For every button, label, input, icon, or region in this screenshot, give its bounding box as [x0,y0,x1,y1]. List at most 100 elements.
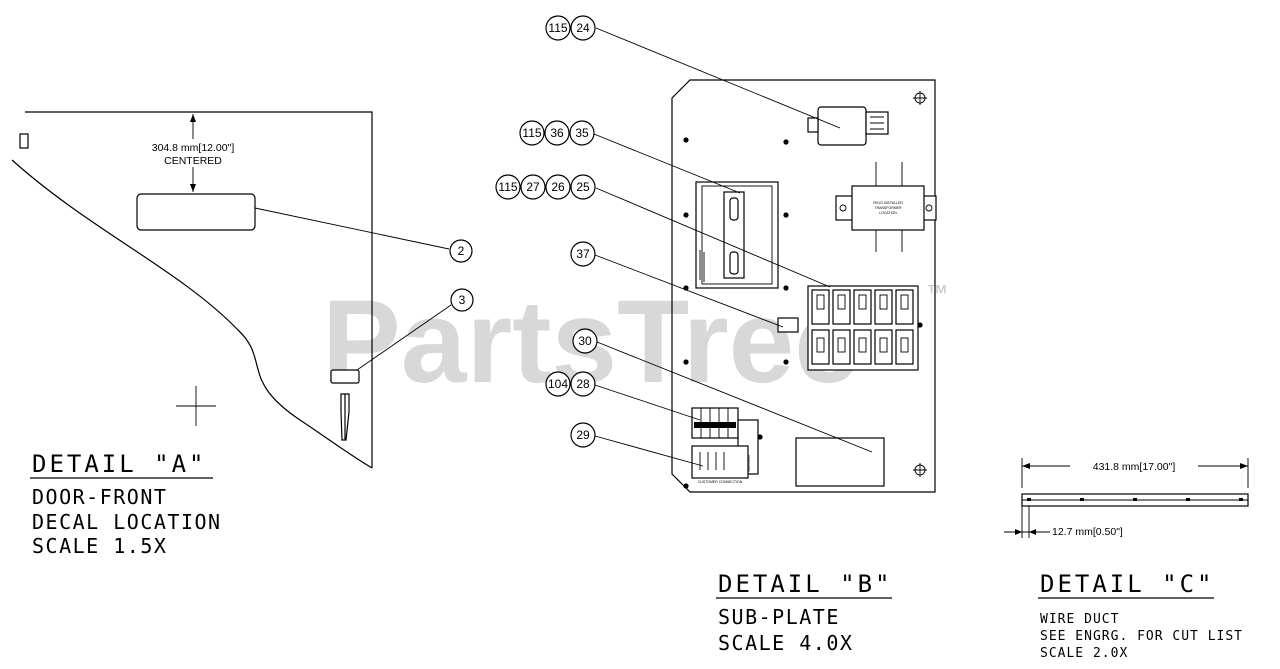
dim-a-value: 304.8 mm[12.00"] [152,142,235,154]
callout-29[interactable]: 29 [570,422,596,448]
dim-a-arrow-bottom [190,184,196,192]
callout-30[interactable]: 30 [572,328,598,354]
callout-115-27-26-25[interactable]: 115 27 26 25 [495,174,596,200]
leader-3 [356,304,452,371]
callout-115-36-35[interactable]: 115 36 35 [519,120,595,146]
transformer: FIELD INSTALLED TRANSFORMER LOCATION [835,162,937,252]
latch-decal [330,369,360,384]
svg-text:37: 37 [576,247,590,261]
dim-c-offset-extension [1021,506,1030,538]
detail-a: 304.8 mm[12.00"] CENTERED 2 3 DETAIL "A"… [11,111,474,558]
breaker-handle-1-3 [858,294,867,310]
breaker-pole-1-1 [811,289,830,325]
svg-text:2: 2 [458,244,465,258]
callout-104-28[interactable]: 104 28 [545,371,596,397]
breaker-pole-2-4 [874,329,893,365]
dim-c-extension [1021,458,1249,488]
breaker-block [807,285,919,371]
wire-duct-slots [1027,498,1243,501]
center-mark [176,386,216,426]
breaker-handle-2-5 [900,337,909,353]
svg-text:104: 104 [548,377,568,391]
breaker-handle-1-2 [837,294,846,310]
svg-text:36: 36 [550,126,564,140]
decal-rectangle [136,193,256,231]
breaker-pole-1-4 [874,289,893,325]
dim-a-label-bg [135,139,251,167]
callout-3[interactable]: 3 [450,288,474,312]
svg-text:24: 24 [576,21,590,35]
callout-37[interactable]: 37 [570,241,596,267]
svg-text:CUSTOMER CONNECTION: CUSTOMER CONNECTION [698,480,743,484]
svg-text:FIELD INSTALLED: FIELD INSTALLED [873,201,903,205]
dim-c-offset-arrows [1015,529,1036,535]
relay [807,106,889,146]
dim-a-arrow-top [190,114,196,122]
detail-b-leaders [593,27,873,467]
dim-c-length-label-bg [1070,458,1198,472]
mount-hole-top [913,91,927,105]
svg-text:WARNING: WARNING [747,455,751,472]
detail-c: 431.8 mm[17.00"] 12.7 mm[0.50"] DETAIL "… [1004,458,1249,661]
svg-text:LOCATION: LOCATION [879,211,897,215]
watermark-tm: ™ [926,280,948,305]
dim-c-length: 431.8 mm[17.00"] [1093,461,1176,473]
door-break-line [11,159,373,469]
svg-text:25: 25 [576,180,590,194]
breaker-handle-2-3 [858,337,867,353]
leader-2 [254,207,450,250]
detail-a-title: DETAIL "A" [32,450,207,478]
svg-text:3: 3 [459,293,466,307]
breaker-handle-2-2 [837,337,846,353]
svg-text:115: 115 [498,180,517,194]
door-hinge [19,133,29,149]
terminal-block [691,407,739,439]
label-30 [795,437,885,487]
breaker-pole-2-1 [811,329,830,365]
sub-plate [671,79,936,493]
detail-a-line3: SCALE 1.5X [32,534,167,558]
detail-b-title: DETAIL "B" [718,570,893,598]
detail-b-line2: SCALE 4.0X [718,631,853,655]
breaker-pole-2-2 [832,329,851,365]
door-outline [25,111,373,468]
detail-c-line3: SCALE 2.0X [1040,646,1128,661]
svg-text:TRANSFORMER: TRANSFORMER [874,206,902,210]
breaker-pole-1-5 [895,289,914,325]
detail-b: FIELD INSTALLED TRANSFORMER LOCATION [495,15,937,655]
svg-text:26: 26 [551,180,565,194]
svg-text:115: 115 [548,21,567,35]
svg-text:30: 30 [578,334,592,348]
breaker-handle-1-5 [900,294,909,310]
breaker-pole-2-5 [895,329,914,365]
svg-text:115: 115 [522,126,541,140]
breaker-handle-1-1 [816,294,825,310]
callout-2[interactable]: 2 [449,239,473,263]
detail-c-line1: WIRE DUCT [1040,612,1119,627]
detail-c-title: DETAIL "C" [1040,570,1215,598]
svg-text:28: 28 [576,377,590,391]
breaker-handle-2-1 [816,337,825,353]
dim-c-offset: 12.7 mm[0.50"] [1052,526,1123,538]
detail-a-line1: DOOR-FRONT [32,485,167,509]
power-supply-bracket [695,181,779,289]
detail-a-line2: DECAL LOCATION [32,510,222,534]
breaker-pole-1-2 [832,289,851,325]
mount-hole-bottom [913,463,927,477]
customer-connection-label: CUSTOMER CONNECTION [691,445,749,484]
breaker-handle-1-4 [879,294,888,310]
dim-a-note: CENTERED [164,155,222,167]
breaker-pole-2-3 [853,329,872,365]
svg-text:35: 35 [575,126,589,140]
svg-text:27: 27 [526,180,540,194]
door-handle [340,393,350,441]
detail-b-line1: SUB-PLATE [718,605,840,629]
breaker-pole-1-3 [853,289,872,325]
terminal-37 [777,317,799,333]
detail-c-line2: SEE ENGRG. FOR CUT LIST [1040,629,1243,644]
callout-115-24[interactable]: 115 24 [545,15,596,41]
breaker-handle-2-4 [879,337,888,353]
svg-text:29: 29 [576,428,590,442]
